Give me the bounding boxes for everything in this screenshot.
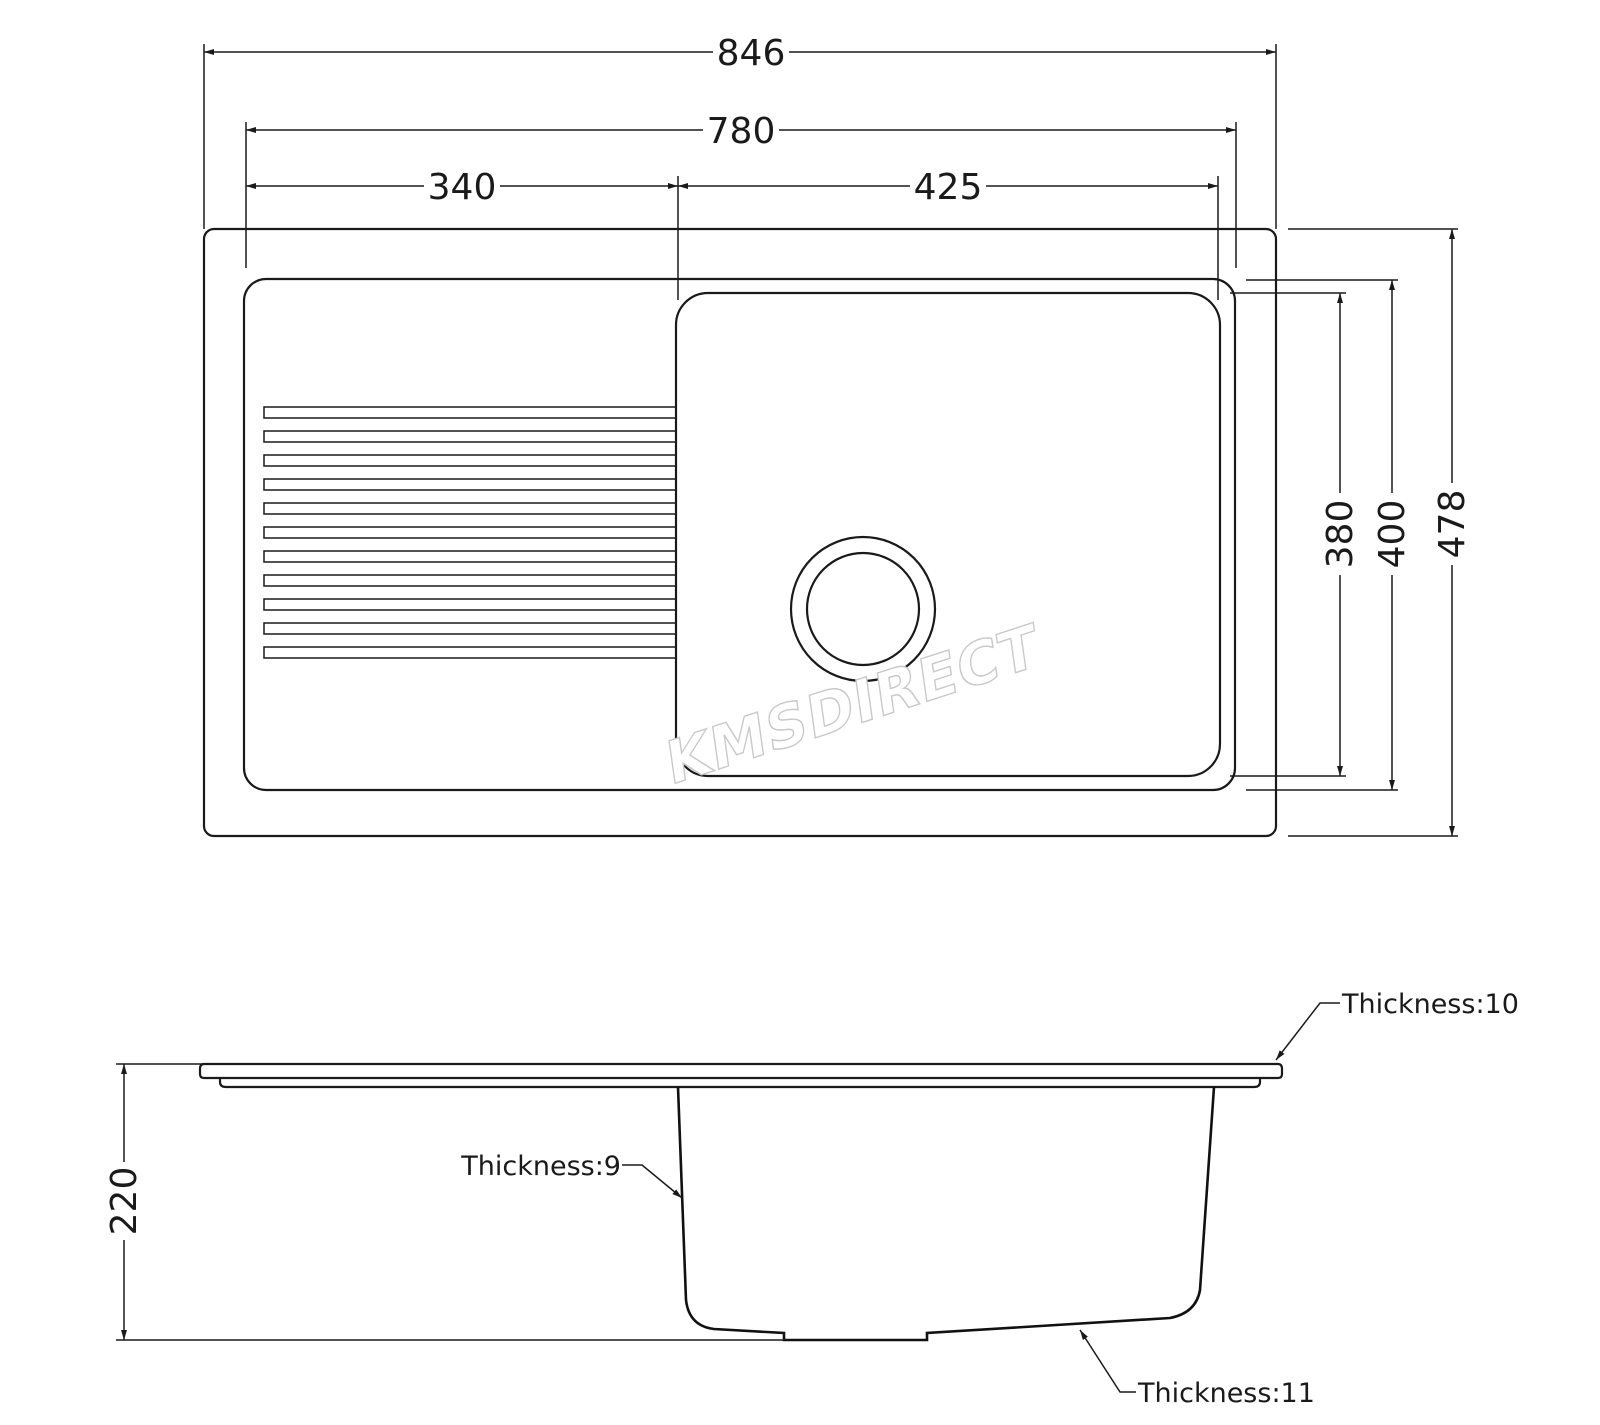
drainer-groove — [263, 646, 677, 659]
note-flange-thickness: Thickness:10 — [1341, 989, 1519, 1020]
thickness-callouts: Thickness:10 Thickness:9 Thickness:11 — [460, 989, 1519, 1409]
vertical-dimensions: 380 400 478 — [1230, 228, 1473, 837]
watermark: KMSDIRECT — [662, 611, 1042, 799]
note-wall-thickness: Thickness:9 — [460, 1151, 621, 1182]
drainer-groove — [263, 526, 677, 539]
drainer-groove — [263, 478, 677, 491]
sink-outer-outline — [202, 227, 1278, 838]
side-view — [198, 1062, 1284, 1342]
top-view: KMSDIRECT — [202, 227, 1278, 838]
dim-bowl-depth-outer: 400 — [1372, 500, 1413, 569]
drainer-groove — [263, 454, 677, 467]
drainer-groove — [263, 502, 677, 515]
dim-height: 220 — [104, 1167, 145, 1236]
drainer-groove — [263, 574, 677, 587]
inner-tray-outline — [242, 277, 1237, 792]
dim-bowl-group-width: 780 — [707, 111, 776, 152]
horizontal-dimensions: 846 780 340 425 — [203, 33, 1277, 300]
drainer-grooves — [263, 406, 677, 659]
top-flange — [198, 1062, 1284, 1080]
dim-drainer-width: 340 — [428, 167, 497, 208]
waste-outlet-outer — [789, 535, 937, 683]
waste-outlet-inner — [805, 551, 921, 667]
drainer-groove — [263, 430, 677, 443]
drainer-groove — [263, 622, 677, 635]
dim-bowl-depth-inner: 380 — [1320, 500, 1361, 569]
dim-overall-width: 846 — [717, 33, 786, 74]
under-flange — [218, 1078, 1262, 1089]
bowl-profile — [676, 1086, 1216, 1342]
dim-bowl-width: 425 — [914, 167, 983, 208]
dim-overall-depth: 478 — [1432, 490, 1473, 559]
note-base-thickness: Thickness:11 — [1137, 1378, 1315, 1409]
height-dimension: 220 — [104, 1063, 784, 1341]
drainer-groove — [263, 598, 677, 611]
drainer-groove — [263, 550, 677, 563]
drainer-groove — [263, 406, 677, 419]
